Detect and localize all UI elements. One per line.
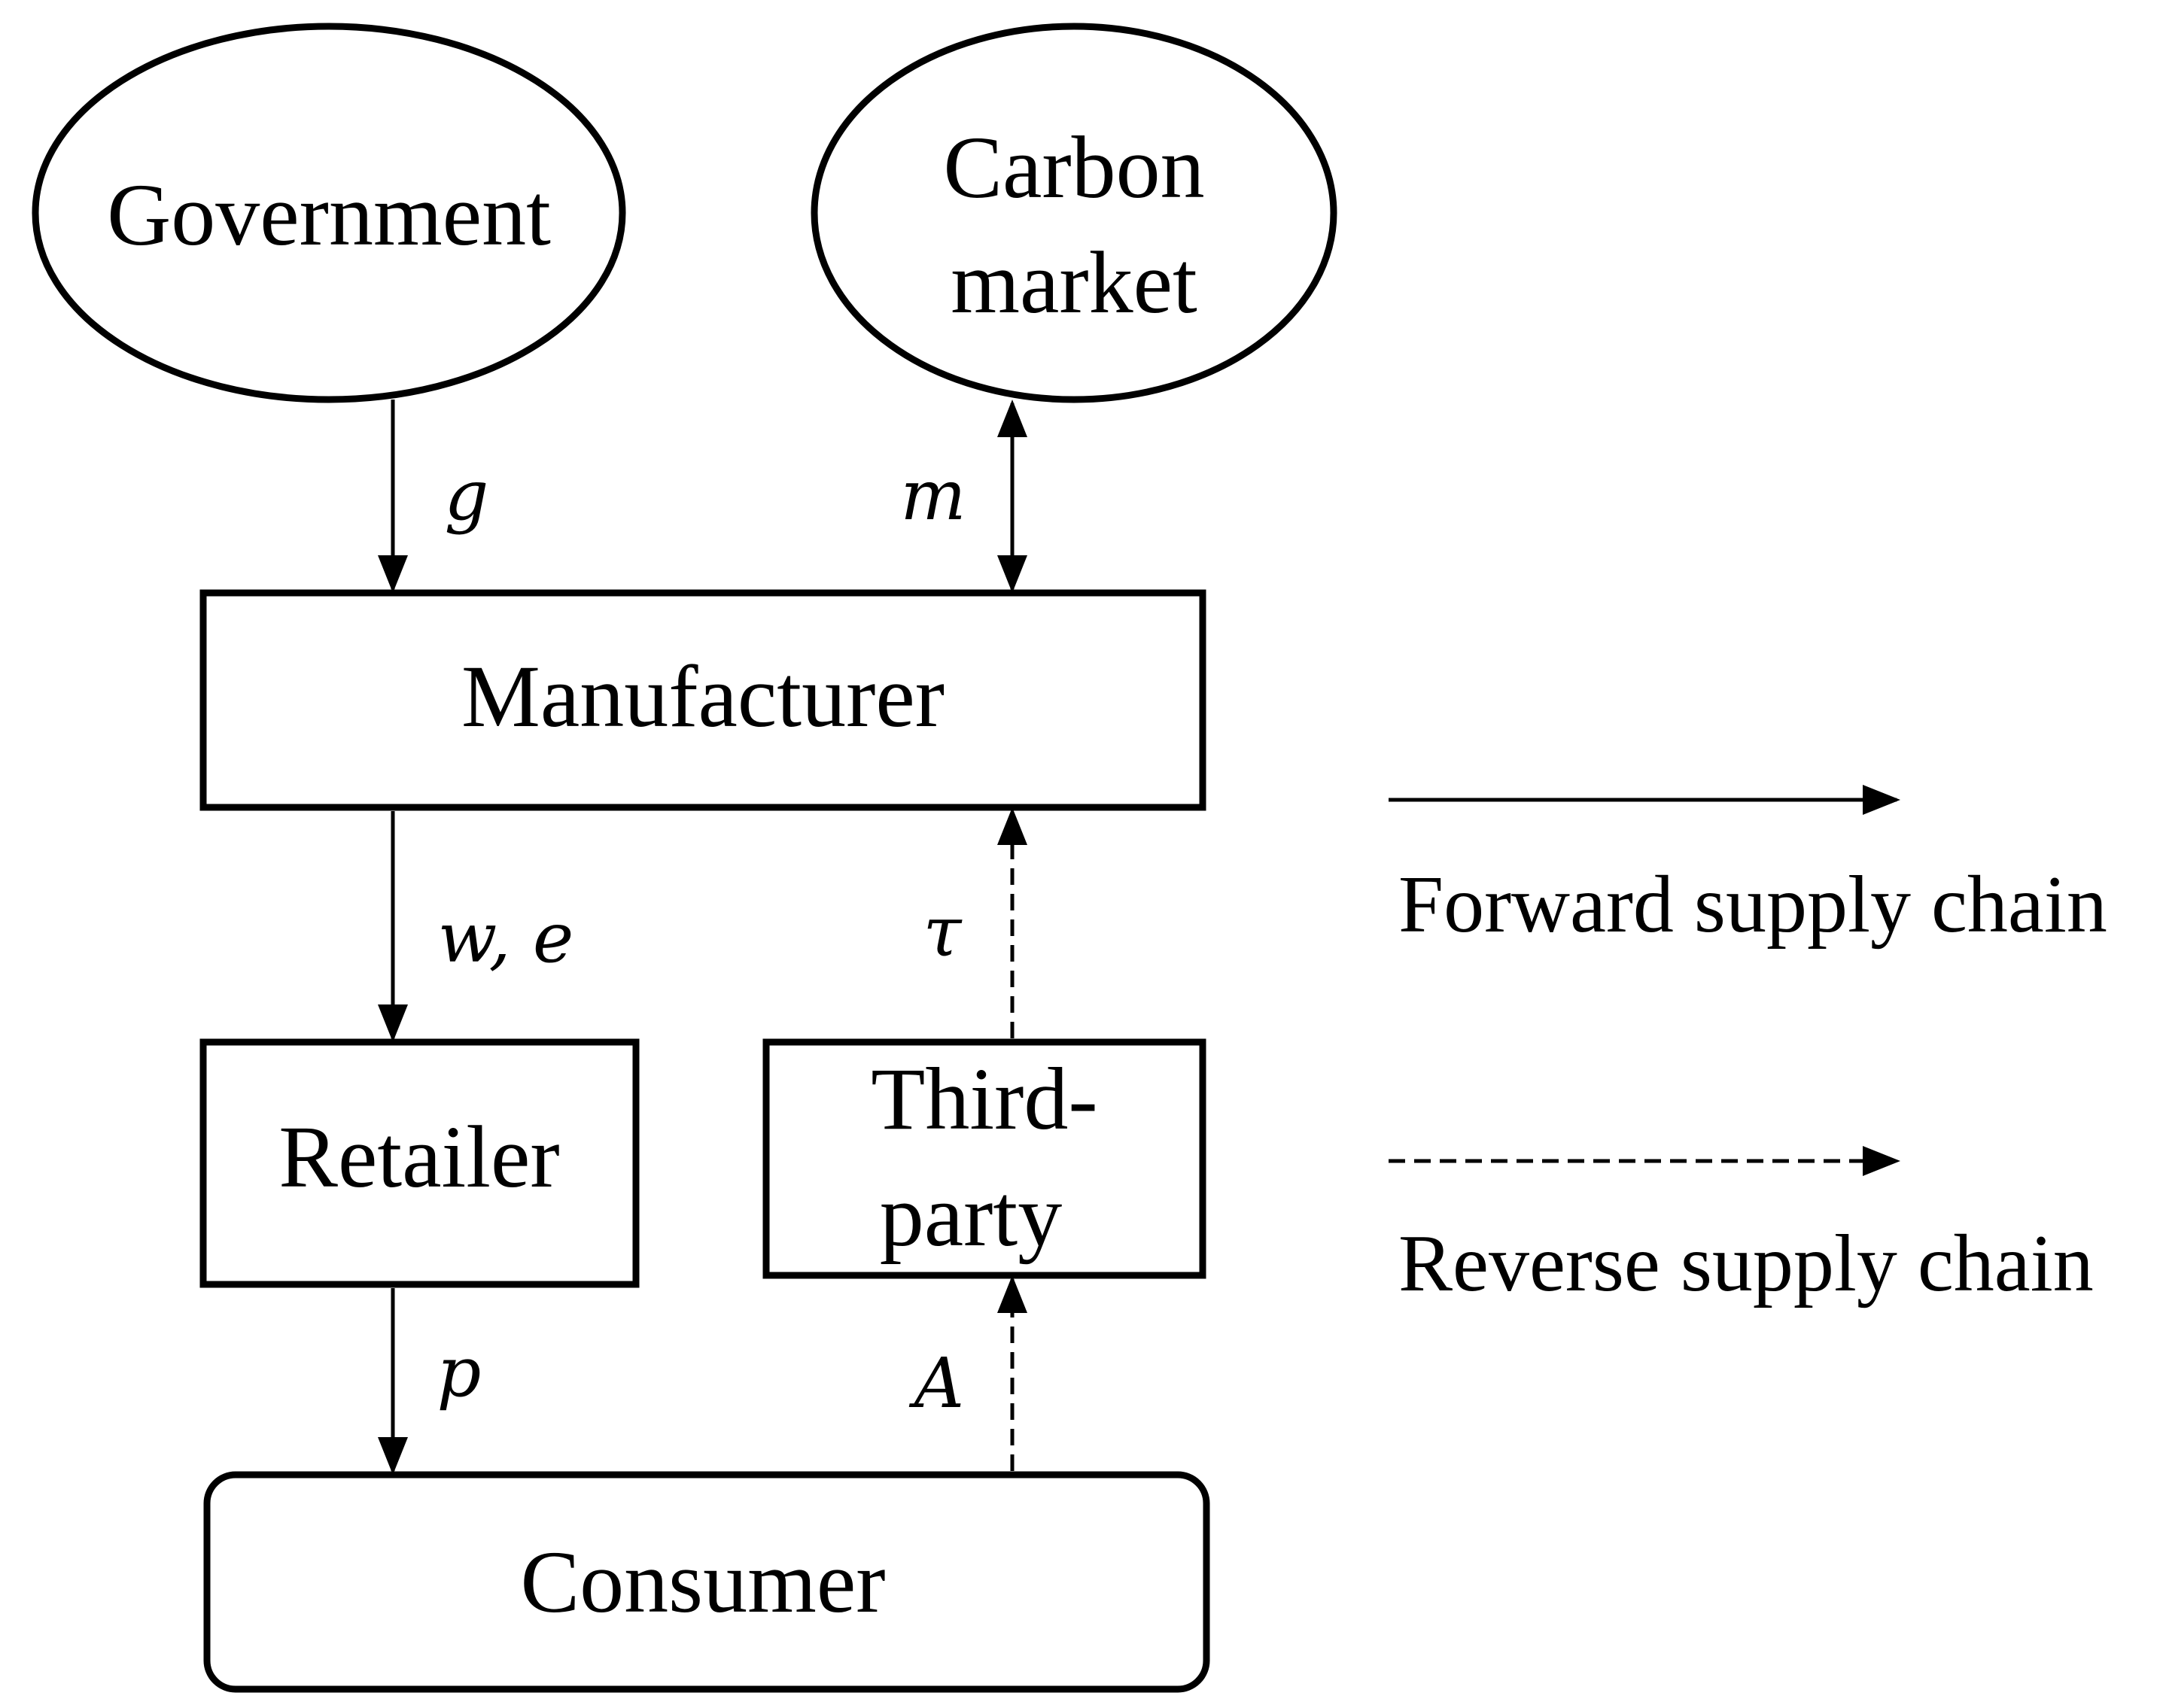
third-party-label-line2: party bbox=[880, 1166, 1062, 1265]
retailer-label: Retailer bbox=[278, 1108, 559, 1206]
manufacturer-node: Manufacturer bbox=[199, 589, 1206, 811]
third-party-node: Third- party bbox=[762, 1038, 1206, 1279]
flow-label-w-e: w, e bbox=[438, 898, 574, 978]
consumer-node: Consumer bbox=[203, 1471, 1210, 1693]
carbon-market-node: Carbon market bbox=[811, 23, 1337, 403]
government-label: Government bbox=[107, 166, 551, 264]
consumer-label: Consumer bbox=[520, 1533, 885, 1631]
legend: Forward supply chain Reverse supply chai… bbox=[1389, 785, 2107, 1308]
third-party-label-line1: Third- bbox=[871, 1050, 1097, 1148]
flow-label-m: m bbox=[900, 455, 966, 536]
flow-label-p: p bbox=[437, 1332, 482, 1412]
retailer-node: Retailer bbox=[199, 1038, 640, 1288]
carbon-market-label-line2: market bbox=[951, 233, 1197, 332]
flow-label-g: g bbox=[445, 455, 489, 536]
legend-forward-label: Forward supply chain bbox=[1398, 860, 2107, 950]
legend-reverse-label: Reverse supply chain bbox=[1398, 1219, 2094, 1308]
carbon-market-label-line1: Carbon bbox=[943, 118, 1204, 217]
flow-label-tau: τ bbox=[923, 892, 963, 972]
manufacturer-label: Manufacturer bbox=[461, 647, 945, 746]
government-node: Government bbox=[32, 23, 626, 403]
flow-label-a: A bbox=[908, 1343, 964, 1424]
